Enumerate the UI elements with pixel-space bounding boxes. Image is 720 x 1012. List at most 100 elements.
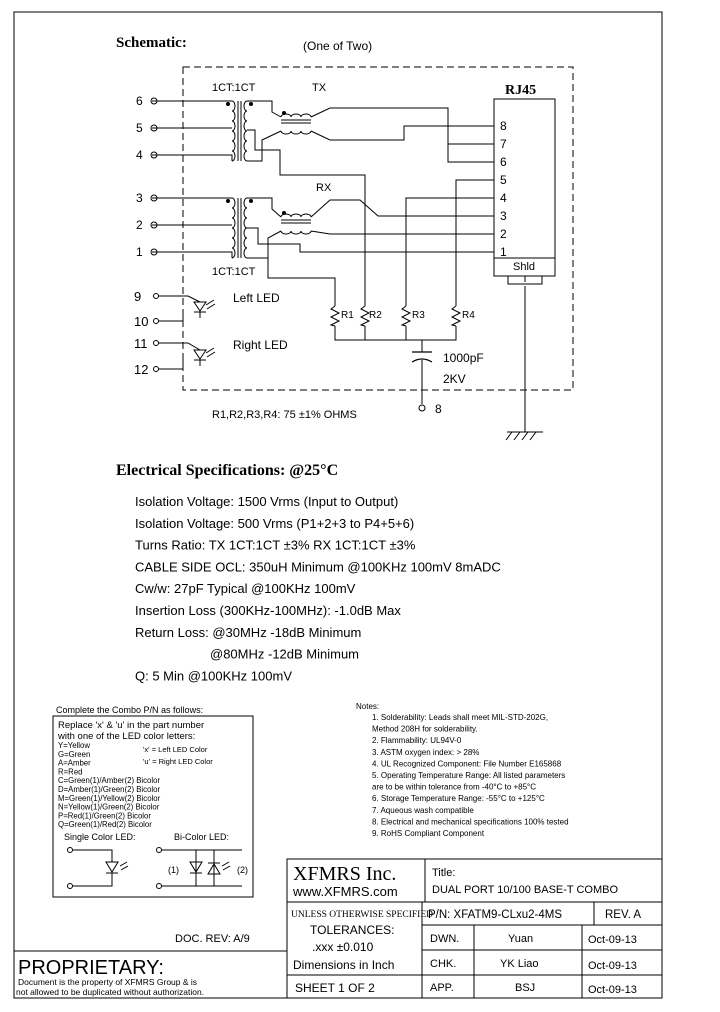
checked-label: CHK. [430,958,456,970]
proprietary-line-1: Document is the property of XFMRS Group … [18,977,197,987]
combo-line: M=Green(1)/Yellow(2) Bicolor [58,794,161,803]
note-item: 9. RoHS Compliant Component [372,829,485,838]
proprietary-label: PROPRIETARY: [18,957,164,979]
single-color-led-icon [67,847,129,889]
company-name: XFMRS Inc. [293,863,396,885]
combo-box [52,715,254,898]
bi-led-2-label: (2) [237,865,248,875]
rj45-pin-label: 3 [500,209,507,223]
rx-transformer [226,197,312,259]
combo-line: R=Red [58,767,83,776]
note-item: 8. Electrical and mechanical specificati… [372,817,569,826]
checked-date: Oct-09-13 [588,960,637,972]
led-pin-label: 12 [134,362,148,377]
sheet-number: SHEET 1 OF 2 [295,981,375,995]
shield-label: Shld [513,261,535,273]
note-item: 7. Aqueous wash compatible [372,806,474,815]
combo-line: C=Green(1)/Amber(2) Bicolor [58,776,160,785]
resistor-network [329,305,462,327]
approved-label: APP. [430,982,454,994]
note-item: Method 208H for solderability. [372,725,478,734]
resistor-r3-label: R3 [412,310,425,321]
left-pins: 6 5 4 3 2 1 [136,94,158,259]
electrical-spec-line: Return Loss: @30MHz -18dB Minimum [135,625,361,640]
combo-line: Y=Yellow [58,741,90,750]
schematic-title: Schematic: [116,35,187,51]
electrical-spec-line: Isolation Voltage: 1500 Vrms (Input to O… [135,494,398,509]
notes-title: Notes: [356,702,379,711]
note-item: 3. ASTM oxygen index: > 28% [372,748,479,757]
combo-line: with one of the LED color letters: [57,731,195,742]
drawn-date: Oct-09-13 [588,934,637,946]
note-item: 1. Solderability: Leads shall meet MIL-S… [372,713,548,722]
left-pin-label: 4 [136,148,143,162]
cap-value: 1000pF [443,351,484,365]
resistor-r4-label: R4 [462,310,475,321]
chassis-ground-icon [505,431,543,441]
electrical-spec-line: Turns Ratio: TX 1CT:1CT ±3% RX 1CT:1CT ±… [135,538,416,553]
rj45-label: RJ45 [505,83,536,98]
right-led-label: Right LED [233,338,288,352]
shield-tab [507,275,543,285]
x-led-note: 'x' = Left LED Color [143,745,208,754]
electrical-spec-list: Isolation Voltage: 1500 Vrms (Input to O… [135,494,501,683]
proprietary-line-2: not allowed to be duplicated without aut… [16,987,204,997]
resistor-note: R1,R2,R3,R4: 75 ±1% OHMS [212,409,357,421]
capacitor [411,351,433,363]
bi-led-1-label: (1) [168,865,179,875]
doc-revision: DOC. REV: A/9 [175,933,250,945]
note-item: 4. UL Recognized Component: File Number … [372,759,562,768]
u-led-note: 'u' = Right LED Color [143,757,213,766]
approved-date: Oct-09-13 [588,984,637,996]
led-wiring [158,295,201,370]
pin-terminal [153,318,159,324]
company-website: www.XFMRS.com [292,884,398,899]
left-led-label: Left LED [233,291,280,305]
rj45-pin-label: 6 [500,155,507,169]
note-item: 5. Operating Temperature Range: All list… [372,771,565,780]
ground-pin-label: 8 [435,402,442,416]
resistor-r2-label: R2 [369,310,382,321]
schematic-subtitle: (One of Two) [303,39,372,53]
tolerances-label: TOLERANCES: [310,923,394,937]
title-label: Title: [432,867,455,879]
resistor-r1-label: R1 [341,310,354,321]
note-item: 6. Storage Temperature Range: -55°C to +… [372,794,545,803]
electrical-spec-line: CABLE SIDE OCL: 350uH Minimum @100KHz 10… [135,559,501,574]
rj45-pin-label: 1 [500,245,507,259]
checked-name: YK Liao [500,958,539,970]
led-pin-label: 11 [134,336,148,351]
combo-line: P=Red(1)/Green(2) Bicolor [58,811,151,820]
left-pin-label: 2 [136,218,143,232]
title-block [286,858,663,999]
electrical-title: Electrical Specifications: @25°C [116,462,338,479]
note-item: 2. Flammability: UL94V-0 [372,736,462,745]
rj45-pin-label: 7 [500,137,507,151]
unless-note: UNLESS OTHERWISE SPECIFIED [291,910,433,920]
combo-line: G=Green [58,750,90,759]
notes-list: 1. Solderability: Leads shall meet MIL-S… [372,713,569,838]
pin-terminal [153,366,159,372]
drawn-name: Yuan [508,933,533,945]
left-pin-label: 5 [136,121,143,135]
left-led-icon [193,299,216,318]
pin-terminal [153,340,159,346]
schematic-enclosure [182,66,574,391]
note-item: are to be within tolerance from -40°C to… [372,783,536,792]
xfmr-top-ratio: 1CT:1CT [212,82,256,94]
combo-line: A=Amber [58,759,91,768]
pin-terminal [153,293,159,299]
combo-color-list: Replace 'x' & 'u' in the part numberwith… [57,720,204,829]
revision: REV. A [605,909,641,921]
left-pin-label: 3 [136,191,143,205]
left-pin-label: 1 [136,245,143,259]
drawn-label: DWN. [430,933,459,945]
rj45-pin-label: 2 [500,227,507,241]
electrical-spec-line: Cw/w: 27pF Typical @100KHz 100mV [135,581,356,596]
dimensions-unit: Dimensions in Inch [293,958,394,972]
right-led-icon [193,347,216,366]
electrical-spec-line: Isolation Voltage: 500 Vrms (P1+2+3 to P… [135,516,414,531]
left-pin-label: 6 [136,94,143,108]
rj45-pin-label: 4 [500,191,507,205]
